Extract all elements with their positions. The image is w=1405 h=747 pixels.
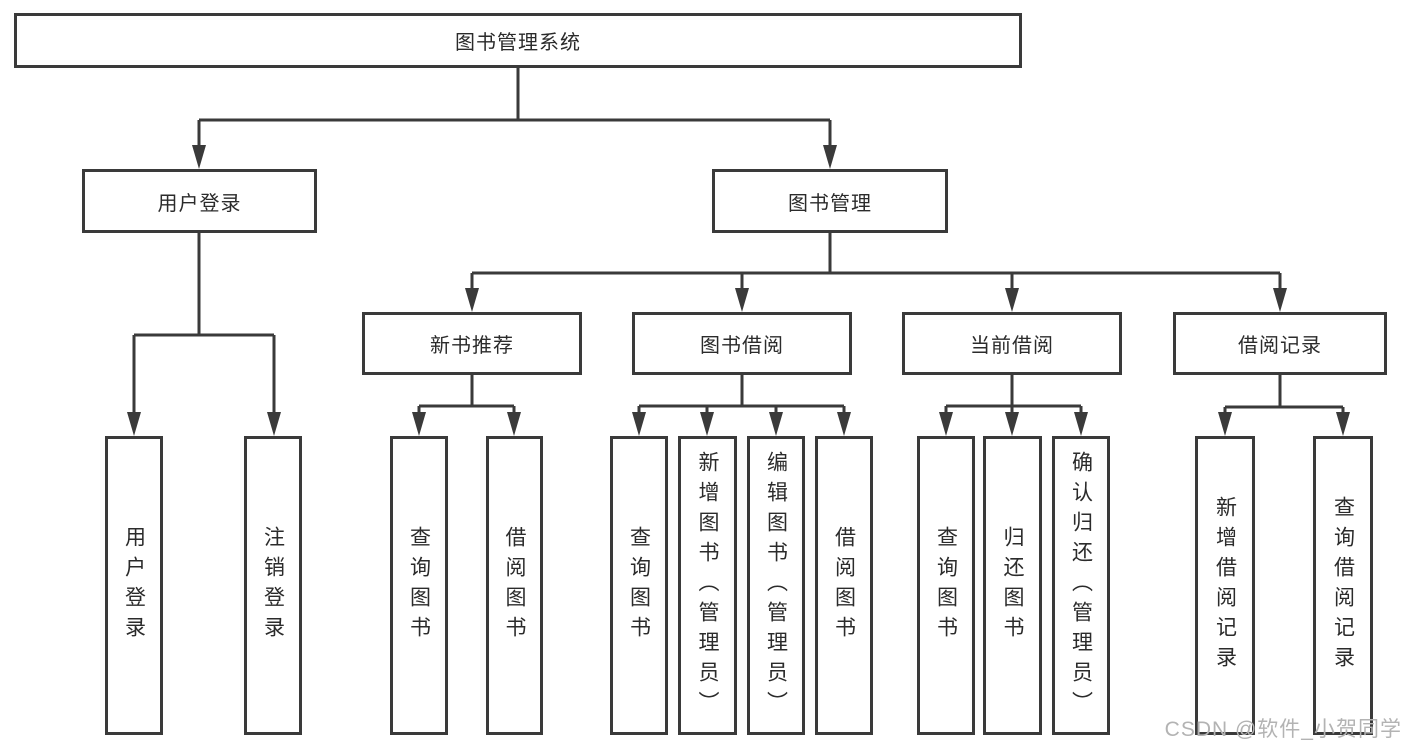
- node-recommend-query-books: 查询图书: [390, 436, 448, 735]
- node-label: 借阅图书: [832, 525, 856, 646]
- node-label: 新增借阅记录: [1213, 495, 1237, 676]
- node-label: 用户登录: [122, 525, 146, 646]
- node-label: 查询图书: [934, 525, 958, 646]
- node-current-query-books: 查询图书: [917, 436, 975, 735]
- arrowheads: [127, 145, 1350, 436]
- node-add-books-admin: 新增图书（管理员）: [678, 436, 737, 735]
- connector-paths: [132, 68, 1345, 417]
- node-label: 用户登录: [157, 192, 242, 215]
- node-recommend-borrow-books: 借阅图书: [486, 436, 543, 735]
- node-user-login-action: 用户登录: [105, 436, 163, 735]
- node-add-borrow-record: 新增借阅记录: [1195, 436, 1255, 735]
- node-edit-books-admin: 编辑图书（管理员）: [747, 436, 805, 735]
- node-label: 查询图书: [407, 525, 431, 646]
- csdn-watermark: CSDN @软件_小贺同学: [1164, 718, 1402, 741]
- node-current-borrowing: 当前借阅: [902, 312, 1122, 375]
- node-user-login-branch: 用户登录: [82, 169, 317, 233]
- node-label: 新书推荐: [430, 335, 514, 357]
- node-label: 查询借阅记录: [1331, 495, 1355, 676]
- node-label: 当前借阅: [970, 335, 1054, 357]
- node-confirm-return-admin: 确认归还（管理员）: [1052, 436, 1110, 735]
- node-label: 借阅图书: [503, 525, 526, 646]
- node-borrow-records: 借阅记录: [1173, 312, 1387, 375]
- node-logout-action: 注销登录: [244, 436, 302, 735]
- node-label: 确认归还（管理员）: [1069, 450, 1093, 721]
- node-new-book-recommend: 新书推荐: [362, 312, 582, 375]
- node-label: 编辑图书（管理员）: [764, 450, 788, 721]
- node-query-borrow-record: 查询借阅记录: [1313, 436, 1373, 735]
- node-return-books: 归还图书: [983, 436, 1042, 735]
- node-label: 图书借阅: [700, 335, 784, 357]
- node-book-management-branch: 图书管理: [712, 169, 948, 233]
- node-label: 新增图书（管理员）: [696, 450, 719, 721]
- node-library-system-root: 图书管理系统: [14, 13, 1022, 68]
- node-borrowing-query-books: 查询图书: [610, 436, 668, 735]
- node-label: 图书管理系统: [455, 32, 581, 54]
- node-label: 图书管理: [788, 192, 872, 215]
- node-label: 归还图书: [1001, 525, 1024, 646]
- node-label: 注销登录: [261, 525, 285, 646]
- node-label: 查询图书: [627, 525, 651, 646]
- node-borrow-books: 借阅图书: [815, 436, 873, 735]
- node-label: 借阅记录: [1238, 335, 1322, 357]
- node-book-borrowing: 图书借阅: [632, 312, 852, 375]
